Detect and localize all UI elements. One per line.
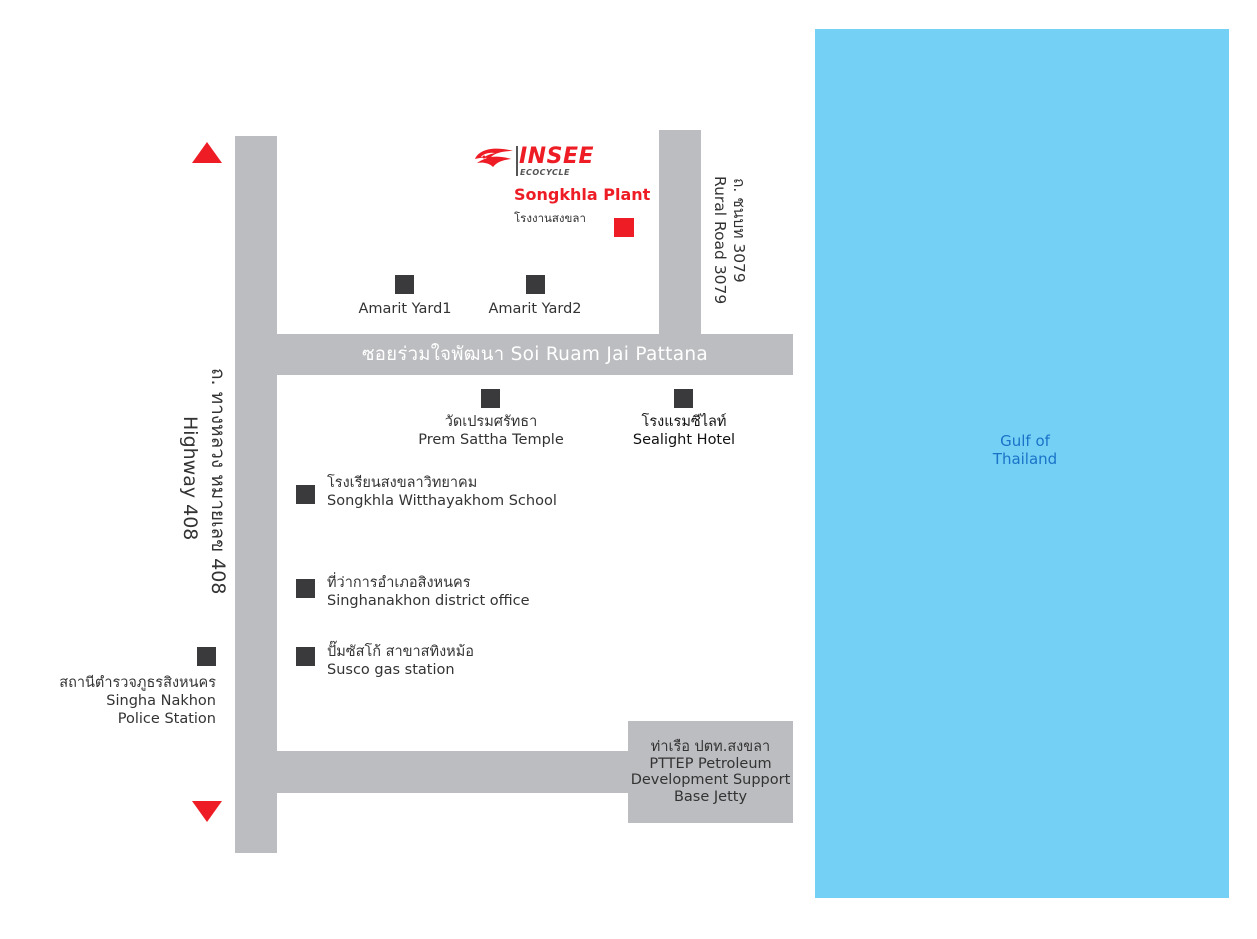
school-label: โรงเรียนสงขลาวิทยาคม Songkhla Witthayakh… <box>327 475 557 509</box>
hotel-label: โรงแรมซีไลท์ Sealight Hotel <box>632 414 736 448</box>
amarit-yard2-marker <box>526 275 545 294</box>
insee-logo-text: INSEE <box>519 144 594 169</box>
highway-label-th: ถ. ทางหลวง หมายเลข 408 <box>207 368 229 595</box>
soi-road-label: ซอยร่วมใจพัฒนา Soi Ruam Jai Pattana <box>361 344 709 365</box>
gas-station-label: ปั๊มซัสโก้ สาขาสทิงหม้อ Susco gas statio… <box>327 644 474 678</box>
plant-subtitle: โรงงานสงขลา <box>514 211 586 225</box>
plant-location-marker <box>614 218 634 237</box>
south-arrow-icon <box>192 801 222 822</box>
north-arrow-icon <box>192 142 222 163</box>
logo-divider <box>516 146 518 176</box>
district-office-label: ที่ว่าการอำเภอสิงหนคร Singhanakhon distr… <box>327 575 530 609</box>
highway-label: ถ. ทางหลวง หมายเลข 408 Highway 408 <box>172 368 232 600</box>
bottom-road <box>277 751 628 793</box>
rural-road-label-th: ถ. ชนบท 3079 <box>730 178 748 283</box>
ecocycle-logo-text: ECOCYCLE <box>520 168 570 177</box>
plant-title: Songkhla Plant <box>514 185 651 204</box>
gulf-of-thailand-area <box>815 29 1229 898</box>
gas-station-marker <box>296 647 315 666</box>
amarit-yard1-marker <box>395 275 414 294</box>
rural-road-label: ถ. ชนบท 3079 Rural Road 3079 <box>708 176 748 305</box>
highway-408-road <box>235 136 277 853</box>
rural-road-3079 <box>659 130 701 334</box>
jetty-block <box>628 721 793 823</box>
highway-label-en: Highway 408 <box>179 416 201 541</box>
rural-road-label-en: Rural Road 3079 <box>711 176 729 305</box>
district-office-marker <box>296 579 315 598</box>
hotel-marker <box>674 389 693 408</box>
jetty-label: ท่าเรือ ปตท.สงขลา PTTEP Petroleum Develo… <box>630 739 791 805</box>
temple-label: วัดเปรมศรัทธา Prem Sattha Temple <box>418 414 564 448</box>
soi-ruam-jai-pattana-road <box>277 334 793 375</box>
police-station-marker <box>197 647 216 666</box>
sea-label: Gulf of Thailand <box>992 432 1058 468</box>
temple-marker <box>481 389 500 408</box>
eagle-logo-icon <box>475 148 513 167</box>
police-station-label: สถานีตำรวจภูธรสิงหนคร Singha Nakhon Poli… <box>59 675 216 727</box>
amarit-yard2-label: Amarit Yard2 <box>488 301 582 317</box>
school-marker <box>296 485 315 504</box>
amarit-yard1-label: Amarit Yard1 <box>358 301 452 317</box>
